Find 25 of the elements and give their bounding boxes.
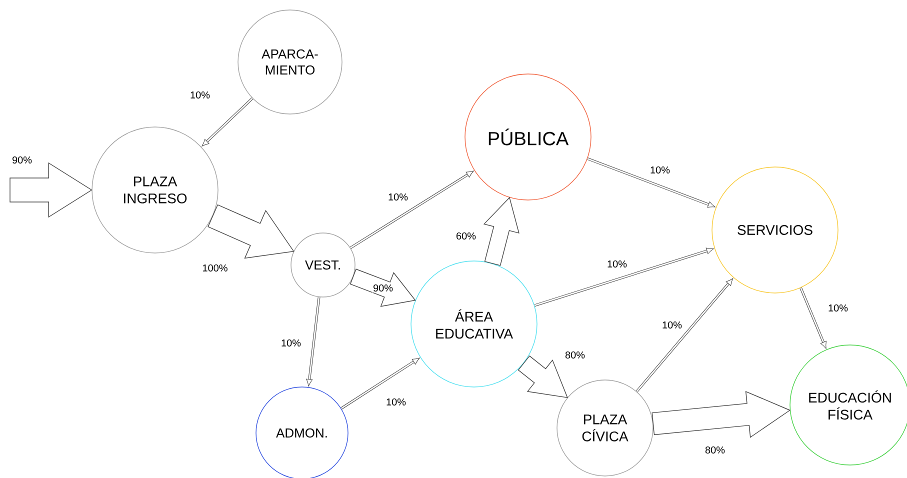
arrow — [636, 278, 734, 392]
block-arrow — [10, 162, 92, 218]
edge-label: 10% — [661, 320, 683, 330]
arrow — [534, 248, 714, 307]
arrow — [587, 158, 716, 208]
edge-label: 80% — [564, 350, 586, 360]
edge-label: 10% — [606, 259, 628, 269]
arrow — [800, 287, 826, 349]
block-arrow — [652, 390, 791, 438]
arrow — [350, 170, 474, 249]
edge-label: 80% — [704, 445, 726, 455]
arrow — [202, 97, 254, 146]
edge-label: 90% — [11, 155, 34, 165]
edge-label: 100% — [201, 263, 229, 273]
block-arrow — [483, 196, 520, 266]
edge-label: 10% — [280, 338, 302, 348]
edge-label: 60% — [455, 231, 478, 241]
edge-label: 10% — [387, 192, 410, 202]
block-arrow — [208, 204, 294, 259]
arrow — [306, 296, 320, 386]
edge-label: 10% — [385, 397, 408, 407]
arrow — [340, 358, 420, 410]
edge-label: 10% — [649, 165, 671, 175]
edge-label: 10% — [189, 90, 212, 100]
edge-label: 10% — [827, 303, 849, 313]
